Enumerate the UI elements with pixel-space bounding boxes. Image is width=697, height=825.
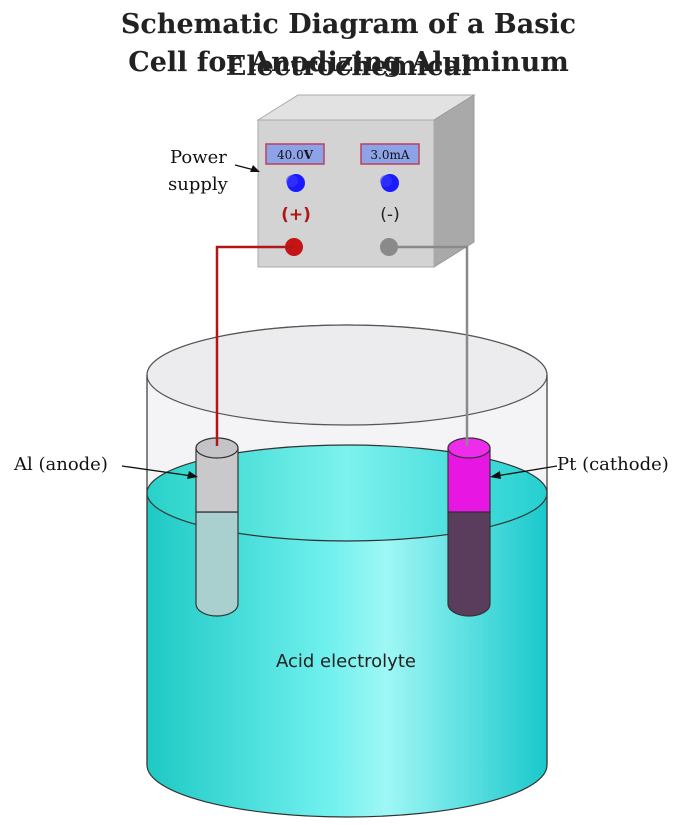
cathode-label: Pt (cathode) xyxy=(557,454,669,475)
negative-terminal-label: (-) xyxy=(380,205,399,225)
acid-electrolyte xyxy=(146,487,548,818)
power-supply: 40.0V 3.0mA (+) (-) xyxy=(256,94,476,268)
voltage-knob-highlight xyxy=(286,175,298,187)
power-supply-label-line-2: supply xyxy=(168,174,229,195)
current-knob-highlight xyxy=(380,175,392,187)
negative-wire xyxy=(389,245,469,446)
voltage-display xyxy=(265,143,325,165)
diagram-title-line-1: Schematic Diagram of a Basic Electrochem… xyxy=(120,9,577,82)
power-supply-label-line-1: Power xyxy=(170,147,227,168)
cathode-top xyxy=(447,437,491,459)
current-display xyxy=(360,143,420,165)
anode-label: Al (anode) xyxy=(13,454,108,475)
power-supply-side xyxy=(433,94,475,268)
diagram-title-line-2: Cell for Anodizing Aluminum xyxy=(128,47,569,78)
power-supply-pointer-arrow xyxy=(234,164,260,172)
positive-terminal-label: (+) xyxy=(281,205,311,225)
cathode-electrode xyxy=(447,437,491,617)
voltage-readout: 40.0V xyxy=(277,148,314,162)
power-supply-front xyxy=(257,119,435,268)
anode-submerged xyxy=(195,511,239,617)
anode-pointer-arrow xyxy=(121,465,198,479)
positive-wire xyxy=(215,245,294,446)
anode-electrode xyxy=(195,437,239,617)
cathode-submerged xyxy=(447,511,491,617)
beaker-rim xyxy=(146,324,548,426)
current-readout: 3.0mA xyxy=(370,148,409,162)
cathode-pointer-arrow xyxy=(490,465,558,479)
electrolyte-label: Acid electrolyte xyxy=(276,651,416,672)
